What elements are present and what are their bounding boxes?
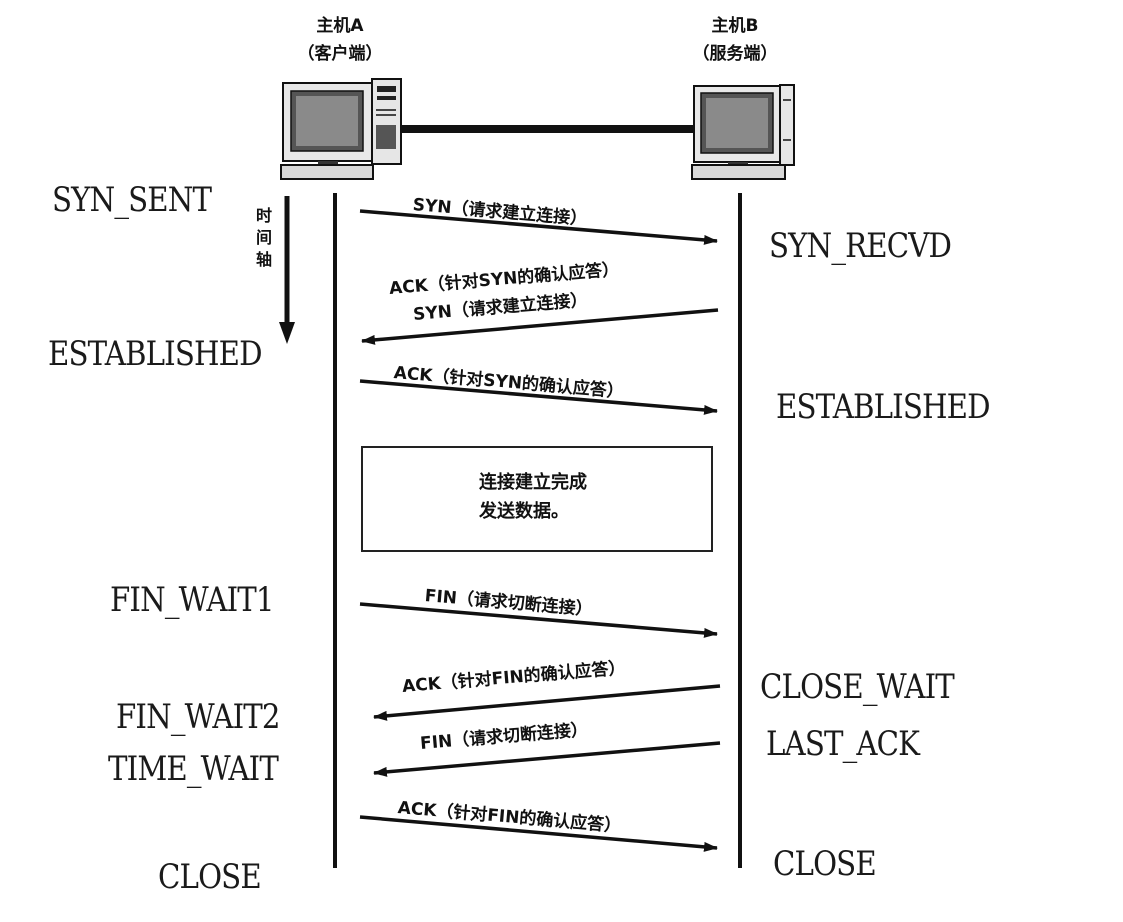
server-state-close: CLOSE — [773, 844, 877, 884]
arrow-ack — [359, 379, 718, 415]
server-state-syn-recvd: SYN_RECVD — [769, 226, 952, 266]
client-state-fin-wait1: FIN_WAIT1 — [110, 580, 275, 620]
client-state-syn-sent: SYN_SENT — [52, 180, 212, 220]
data-transfer-note-text: 连接建立完成 发送数据。 — [479, 468, 587, 526]
note-line-2: 发送数据。 — [479, 501, 569, 522]
server-state-established: ESTABLISHED — [776, 387, 991, 427]
time-axis-arrowhead-icon — [279, 322, 295, 344]
client-state-close: CLOSE — [158, 857, 262, 897]
host-b-computer-icon — [691, 84, 795, 180]
host-b-label: 主机B （服务端） — [635, 12, 835, 68]
host-a-label: 主机A （客户端） — [240, 12, 440, 68]
host-b-role: （服务端） — [692, 44, 778, 64]
note-line-1: 连接建立完成 — [479, 472, 587, 493]
arrow-syn — [359, 209, 718, 245]
arrow-fin-server — [373, 741, 721, 777]
client-state-established: ESTABLISHED — [48, 334, 263, 374]
data-transfer-note-box: 连接建立完成 发送数据。 — [361, 446, 713, 552]
time-axis-label: 时间轴 — [255, 206, 272, 269]
client-state-time-wait: TIME_WAIT — [108, 749, 279, 789]
host-a-computer-icon — [280, 78, 402, 180]
server-state-close-wait: CLOSE_WAIT — [760, 667, 955, 707]
host-a-role: （客户端） — [297, 44, 383, 64]
host-a-name: 主机A — [316, 16, 364, 36]
client-state-fin-wait2: FIN_WAIT2 — [116, 697, 281, 737]
server-state-last-ack: LAST_ACK — [766, 724, 920, 764]
host-b-name: 主机B — [711, 16, 759, 36]
arrow-ack-fin-server — [373, 684, 721, 721]
arrow-syn-ack — [361, 308, 719, 345]
arrow-fin-client — [359, 602, 718, 638]
arrow-ack-fin-client — [359, 815, 718, 852]
